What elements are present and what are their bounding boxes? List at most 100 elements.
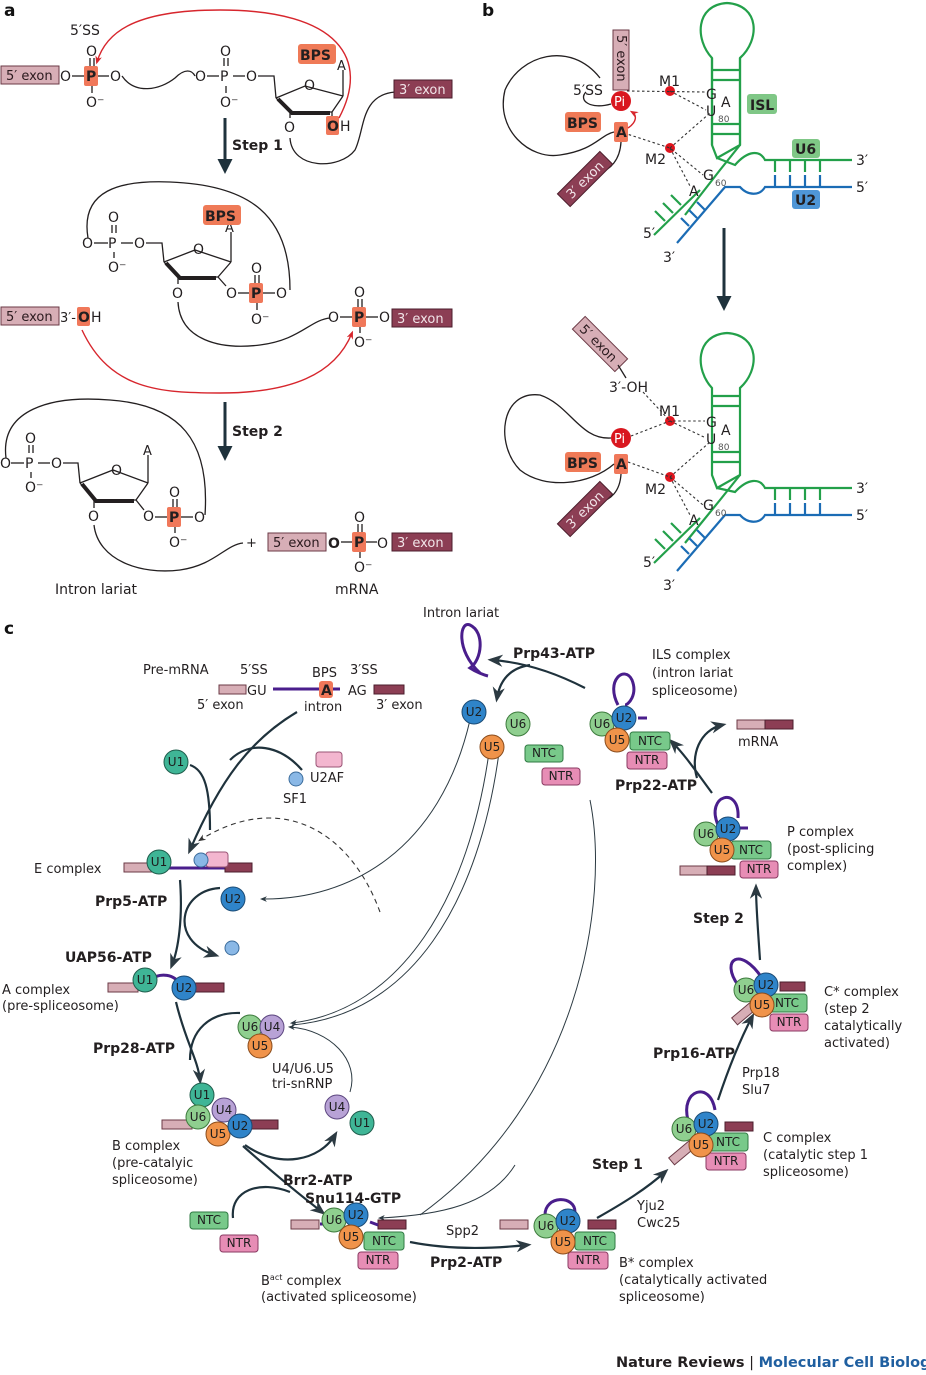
svg-text:O: O bbox=[304, 78, 315, 94]
svg-text:60: 60 bbox=[715, 509, 727, 519]
panel-label-c: c bbox=[4, 619, 14, 639]
bstar-complex: NTC NTR U6 U2 U5 B* complex (catalytical… bbox=[499, 1198, 767, 1305]
u2af-box bbox=[315, 751, 343, 768]
svg-text:O: O bbox=[82, 236, 93, 252]
b-exon3-box bbox=[556, 150, 614, 208]
svg-text:80: 80 bbox=[718, 443, 730, 453]
prp16-label: Prp16-ATP bbox=[653, 1046, 735, 1062]
svg-text:U: U bbox=[706, 104, 716, 120]
phosphorus: P bbox=[86, 69, 96, 85]
svg-text:O: O bbox=[51, 456, 62, 472]
svg-text:U6: U6 bbox=[190, 1110, 206, 1124]
b-bps-badge bbox=[565, 112, 601, 132]
svg-text:U6: U6 bbox=[795, 142, 816, 158]
svg-text:Pi: Pi bbox=[614, 95, 625, 110]
sf1-circle bbox=[288, 771, 304, 787]
svg-text:U2: U2 bbox=[698, 1117, 714, 1131]
pi-circle-2 bbox=[611, 428, 631, 448]
svg-text:U5: U5 bbox=[484, 740, 500, 754]
b-complex: U1 U6 U4 U5 U2 B complex (pre-catalyic s… bbox=[112, 1082, 279, 1188]
svg-text:O: O bbox=[220, 44, 231, 60]
svg-text:U1: U1 bbox=[354, 1116, 370, 1130]
svg-text:O: O bbox=[143, 509, 154, 525]
svg-text:E complex: E complex bbox=[34, 862, 102, 877]
recycled-snrnps: U2 U6 U5 NTC NTR bbox=[461, 699, 581, 786]
svg-text:O: O bbox=[276, 286, 287, 302]
svg-text:U5: U5 bbox=[210, 1127, 226, 1141]
svg-text:3′: 3′ bbox=[663, 250, 675, 266]
svg-text:spliceosome): spliceosome) bbox=[112, 1173, 198, 1188]
svg-text:U4: U4 bbox=[264, 1020, 280, 1034]
mrna-label: mRNA bbox=[335, 582, 379, 598]
svg-text:(intron lariat: (intron lariat bbox=[652, 666, 733, 681]
svg-text:A: A bbox=[616, 125, 627, 141]
svg-text:80: 80 bbox=[718, 115, 730, 125]
svg-text:O⁻: O⁻ bbox=[169, 535, 187, 551]
svg-text:spliceosome): spliceosome) bbox=[619, 1290, 705, 1305]
svg-text:U5: U5 bbox=[714, 843, 730, 857]
svg-text:O: O bbox=[328, 536, 340, 552]
mrna-exon3-box bbox=[391, 532, 453, 552]
svg-text:O: O bbox=[246, 69, 257, 85]
svg-text:NTR: NTR bbox=[227, 1236, 252, 1250]
svg-text:(step 2: (step 2 bbox=[824, 1002, 870, 1017]
svg-text:NTC: NTC bbox=[716, 1135, 740, 1149]
b-exon5-box-2 bbox=[571, 315, 629, 373]
svg-text:O: O bbox=[377, 536, 388, 552]
svg-text:NTC: NTC bbox=[739, 843, 763, 857]
svg-text:U2: U2 bbox=[616, 711, 632, 725]
svg-text:U4: U4 bbox=[216, 1103, 232, 1117]
svg-text:BPS: BPS bbox=[300, 48, 331, 64]
svg-text:5′SS: 5′SS bbox=[240, 663, 268, 678]
svg-text:5′ exon: 5′ exon bbox=[197, 698, 244, 713]
panel-b-top: 3′ 5′ 5′ 3′ ISL U6 U2 G A U 80 G 60 A M1… bbox=[502, 1, 868, 266]
svg-text:NTR: NTR bbox=[635, 753, 660, 767]
svg-text:U2: U2 bbox=[720, 822, 736, 836]
snu114-label: Snu114-GTP bbox=[305, 1191, 401, 1207]
svg-text:NTR: NTR bbox=[714, 1154, 739, 1168]
svg-text:O: O bbox=[194, 510, 205, 526]
free-intron-lariat bbox=[460, 623, 489, 678]
svg-text:O: O bbox=[195, 69, 206, 85]
svg-text:5′SS: 5′SS bbox=[573, 83, 603, 99]
svg-text:O⁻: O⁻ bbox=[251, 312, 269, 328]
c-complex: NTC NTR U6 U2 U5 C complex (catalytic st… bbox=[667, 1090, 868, 1180]
step1-label: Step 1 bbox=[232, 138, 283, 154]
svg-text:O: O bbox=[172, 286, 183, 302]
step2-label: Step 2 bbox=[232, 424, 283, 440]
svg-text:ISL: ISL bbox=[750, 98, 774, 114]
svg-text:U4: U4 bbox=[329, 1100, 345, 1114]
svg-text:(pre-spliceosome): (pre-spliceosome) bbox=[2, 999, 119, 1014]
intron-lariat-label: Intron lariat bbox=[55, 582, 138, 598]
c-step1-label: Step 1 bbox=[592, 1157, 643, 1173]
pre-mrna: Pre-mRNA 5′SS BPS 3′SS GU A AG 5′ exon i… bbox=[143, 663, 423, 715]
svg-text:M1: M1 bbox=[659, 74, 680, 90]
exon3-box bbox=[393, 79, 453, 99]
released-mrna bbox=[736, 719, 766, 730]
svg-text:O: O bbox=[0, 456, 11, 472]
svg-text:catalytically: catalytically bbox=[824, 1019, 903, 1034]
u6-badge bbox=[792, 139, 820, 158]
svg-text:U5: U5 bbox=[555, 1235, 571, 1249]
svg-text:3′-OH: 3′-OH bbox=[609, 380, 648, 396]
svg-text:Yju2: Yju2 bbox=[636, 1199, 665, 1214]
svg-text:M2: M2 bbox=[645, 482, 666, 498]
svg-text:(pre-catalyic: (pre-catalyic bbox=[112, 1156, 193, 1171]
svg-text:O⁻: O⁻ bbox=[354, 335, 372, 351]
svg-text:Slu7: Slu7 bbox=[742, 1083, 770, 1098]
svg-text:M2: M2 bbox=[645, 152, 666, 168]
svg-text:O: O bbox=[354, 285, 365, 301]
exon3-box-2 bbox=[391, 308, 453, 328]
branch-a-highlight-2 bbox=[614, 454, 628, 474]
e-complex: E complex U1 bbox=[34, 849, 253, 877]
c-step2-label: Step 2 bbox=[693, 911, 744, 927]
svg-text:C complex: C complex bbox=[763, 1131, 832, 1146]
svg-text:5′: 5′ bbox=[856, 180, 868, 196]
prp22-label: Prp22-ATP bbox=[615, 778, 697, 794]
svg-text:O: O bbox=[251, 261, 262, 277]
svg-text:(post-splicing: (post-splicing bbox=[787, 842, 874, 857]
svg-text:U6: U6 bbox=[698, 827, 714, 841]
svg-text:3′ exon: 3′ exon bbox=[397, 312, 444, 327]
svg-text:O⁻: O⁻ bbox=[220, 95, 238, 111]
svg-text:NTR: NTR bbox=[576, 1253, 601, 1267]
